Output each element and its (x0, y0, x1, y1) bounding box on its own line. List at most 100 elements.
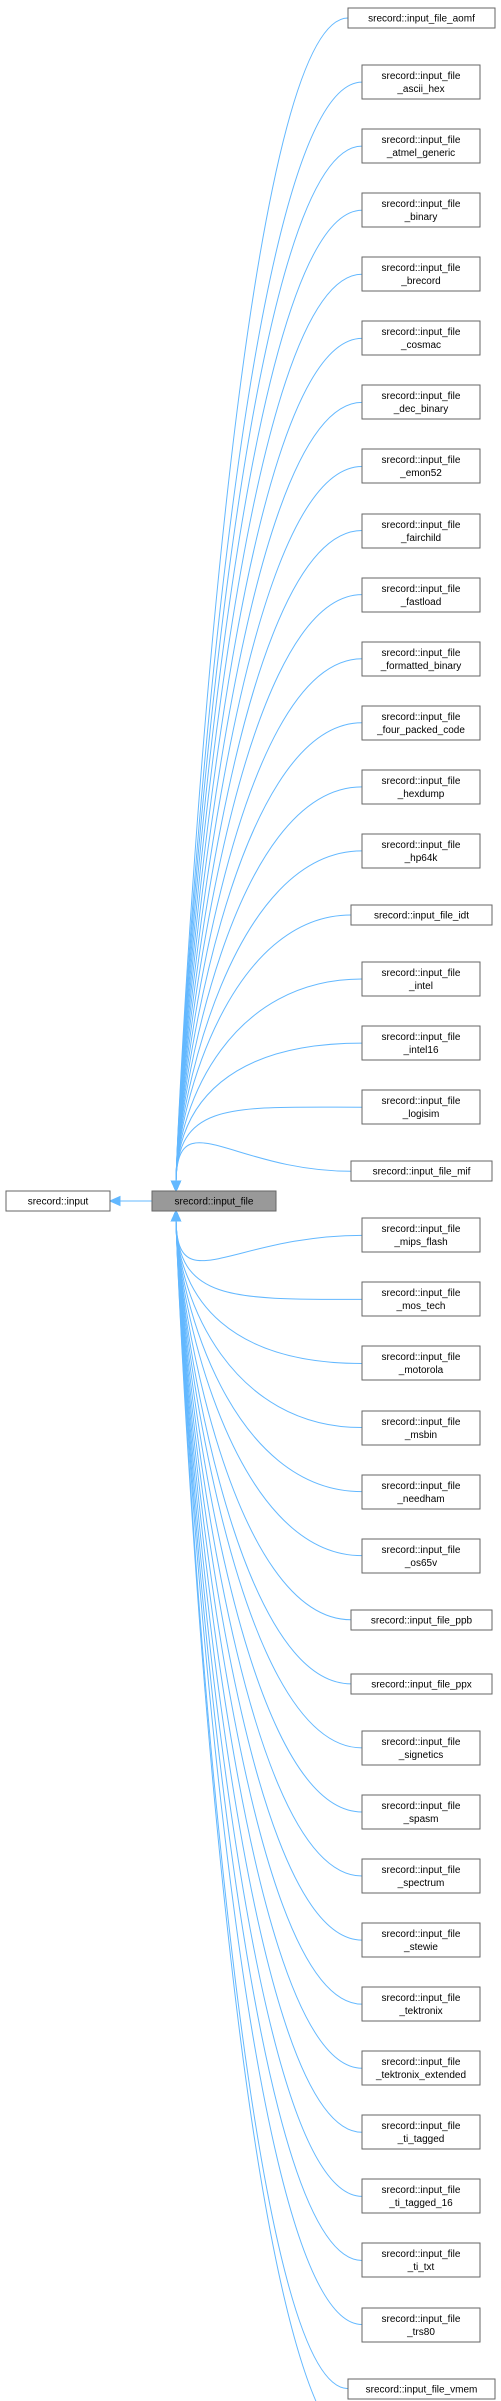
node-srecord-input-file-dec-binary-label-line1: srecord::input_file (382, 391, 461, 402)
node-srecord-input-file-intel[interactable]: srecord::input_file_intel (361, 961, 481, 997)
node-srecord-input-file-hp64k[interactable]: srecord::input_file_hp64k (361, 833, 481, 869)
node-srecord-input-file-signetics-label-line1: srecord::input_file (382, 1737, 461, 1748)
node-srecord-input-file-ppb[interactable]: srecord::input_file_ppb (350, 1609, 493, 1631)
node-srecord-input-file-mos-tech[interactable]: srecord::input_file_mos_tech (361, 1281, 481, 1317)
node-srecord-input-file-spasm[interactable]: srecord::input_file_spasm (361, 1794, 481, 1830)
node-srecord-input-file-brecord-box (361, 256, 481, 292)
node-srecord-input-file-ti-txt-box (361, 2242, 481, 2278)
node-srecord-input-file-ascii-hex-label-line1: srecord::input_file (382, 71, 461, 82)
node-srecord-input-file-vmem[interactable]: srecord::input_file_vmem (347, 2378, 496, 2400)
node-srecord-input-file-emon52[interactable]: srecord::input_file_emon52 (361, 448, 481, 484)
node-srecord-input-file-label: srecord::input_file (175, 1197, 254, 1208)
node-srecord-input-file-motorola-label-line1: srecord::input_file (382, 1352, 461, 1363)
node-srecord-input-file-ti-txt-label-line1: srecord::input_file (382, 2249, 461, 2260)
node-srecord-input-file-atmel-generic-label-line2: _atmel_generic (386, 148, 455, 159)
node-srecord-input-file-cosmac-label-line1: srecord::input_file (382, 327, 461, 338)
node-srecord-input-file-msbin-label-line2: _msbin (404, 1430, 437, 1441)
node-srecord-input-file-tektronix[interactable]: srecord::input_file_tektronix (361, 1986, 481, 2022)
node-srecord-input-file-binary[interactable]: srecord::input_file_binary (361, 192, 481, 228)
node-srecord-input-file-brecord-label-line1: srecord::input_file (382, 263, 461, 274)
node-srecord-input-file-os65v[interactable]: srecord::input_file_os65v (361, 1538, 481, 1574)
node-srecord-input-file-needham[interactable]: srecord::input_file_needham (361, 1474, 481, 1510)
node-srecord-input-file-ppx[interactable]: srecord::input_file_ppx (350, 1673, 493, 1695)
node-srecord-input-file-atmel-generic[interactable]: srecord::input_file_atmel_generic (361, 128, 481, 164)
node-srecord-input-file-signetics[interactable]: srecord::input_file_signetics (361, 1730, 481, 1766)
node-srecord-input-file-four-packed-code-box (361, 705, 481, 741)
node-srecord-input-file-ascii-hex-box (361, 64, 481, 100)
node-srecord-input-file-hexdump-label-line1: srecord::input_file (382, 776, 461, 787)
node-srecord-input-file-logisim[interactable]: srecord::input_file_logisim (361, 1089, 481, 1125)
node-srecord-input-file-binary-label-line1: srecord::input_file (382, 199, 461, 210)
node-srecord-input-file-atmel-generic-box (361, 128, 481, 164)
node-srecord-input-file-mos-tech-label-line2: _mos_tech (396, 1301, 446, 1312)
node-srecord-input-label: srecord::input (28, 1197, 89, 1208)
node-srecord-input-file-msbin-label-line1: srecord::input_file (382, 1417, 461, 1428)
node-srecord-input-file-mips-flash[interactable]: srecord::input_file_mips_flash (361, 1217, 481, 1253)
node-srecord-input-file-msbin[interactable]: srecord::input_file_msbin (361, 1410, 481, 1446)
node-srecord-input-file-ascii-hex[interactable]: srecord::input_file_ascii_hex (361, 64, 481, 100)
node-srecord-input-file-motorola[interactable]: srecord::input_file_motorola (361, 1345, 481, 1381)
edge-srecord-input-file-ppb (175, 1220, 352, 1621)
node-srecord-input-file-fairchild-box (361, 513, 481, 549)
node-srecord-input-file-formatted-binary[interactable]: srecord::input_file_formatted_binary (361, 641, 481, 677)
edge-srecord-input-file-msbin (175, 1220, 363, 1429)
node-srecord-input-file[interactable]: srecord::input_file (151, 1190, 277, 1212)
edge-srecord-input-file-intel (175, 978, 363, 1182)
node-srecord-input-file-atmel-generic-label-line1: srecord::input_file (382, 135, 461, 146)
node-srecord-input-file-hexdump-box (361, 769, 481, 805)
node-srecord-input-file-hexdump[interactable]: srecord::input_file_hexdump (361, 769, 481, 805)
node-srecord-input-file-ppb-box (350, 1609, 493, 1631)
edge-srecord-input-file-hexdump (175, 786, 363, 1182)
edge-srecord-input-file-stewie (175, 1220, 363, 1941)
node-srecord-input-file-mif[interactable]: srecord::input_file_mif (350, 1160, 493, 1182)
node-srecord-input-file-msbin-box (361, 1410, 481, 1446)
node-srecord-input-file-brecord-label-line2: _brecord (400, 276, 440, 287)
node-srecord-input-file-signetics-box (361, 1730, 481, 1766)
node-srecord-input-file-spasm-label-line2: _spasm (402, 1814, 438, 1825)
edge-srecord-input-file-mif (175, 1142, 352, 1182)
node-srecord-input-file-cosmac[interactable]: srecord::input_file_cosmac (361, 320, 481, 356)
node-srecord-input-file-logisim-label-line2: _logisim (402, 1109, 440, 1120)
node-srecord-input-file-stewie[interactable]: srecord::input_file_stewie (361, 1922, 481, 1958)
node-srecord-input-file-cosmac-box (361, 320, 481, 356)
node-srecord-input-file-ti-tagged-16[interactable]: srecord::input_file_ti_tagged_16 (361, 2178, 481, 2214)
node-srecord-input-file-intel16[interactable]: srecord::input_file_intel16 (361, 1025, 481, 1061)
node-srecord-input-file-tektronix-extended[interactable]: srecord::input_file_tektronix_extended (361, 2050, 481, 2086)
node-srecord-input-file-ppb-label: srecord::input_file_ppb (371, 1616, 473, 1627)
node-srecord-input-file-spectrum-box (361, 1858, 481, 1894)
node-srecord-input-file-os65v-box (361, 1538, 481, 1574)
node-srecord-input-file-dec-binary[interactable]: srecord::input_file_dec_binary (361, 384, 481, 420)
node-srecord-input-file-motorola-label-line2: _motorola (398, 1365, 444, 1376)
node-srecord-input-file-intel-box (361, 961, 481, 997)
node-srecord-input-file-spectrum[interactable]: srecord::input_file_spectrum (361, 1858, 481, 1894)
node-srecord-input-file-idt[interactable]: srecord::input_file_idt (350, 904, 493, 926)
node-srecord-input-file-intel16-box (361, 1025, 481, 1061)
node-srecord-input-file-fastload[interactable]: srecord::input_file_fastload (361, 577, 481, 613)
node-srecord-input-file-four-packed-code[interactable]: srecord::input_file_four_packed_code (361, 705, 481, 741)
node-srecord-input-file-trs80[interactable]: srecord::input_file_trs80 (361, 2307, 481, 2343)
node-srecord-input-file-fairchild[interactable]: srecord::input_file_fairchild (361, 513, 481, 549)
node-srecord-input-file-motorola-box (361, 1345, 481, 1381)
node-srecord-input-file-fastload-label-line2: _fastload (400, 597, 442, 608)
edge-srecord-input-file-mips-flash (175, 1220, 363, 1262)
node-srecord-input-file-logisim-box (361, 1089, 481, 1125)
edge-srecord-input-file-trs80 (175, 1220, 363, 2326)
node-srecord-input-file-brecord[interactable]: srecord::input_file_brecord (361, 256, 481, 292)
node-srecord-input-file-hexdump-label-line2: _hexdump (397, 789, 445, 800)
node-srecord-input-file-cosmac-label-line2: _cosmac (400, 340, 441, 351)
arrowhead-srecord-input-file-mif (170, 1180, 182, 1193)
node-srecord-input-file-trs80-label-line1: srecord::input_file (382, 2314, 461, 2325)
node-srecord-input-file-os65v-label-line1: srecord::input_file (382, 1545, 461, 1556)
node-srecord-input-file-four-packed-code-label-line1: srecord::input_file (382, 712, 461, 723)
node-srecord-input-file-ti-tagged-label-line1: srecord::input_file (382, 2121, 461, 2132)
node-srecord-input-file-os65v-label-line2: _os65v (404, 1558, 437, 1569)
node-srecord-input-file-aomf[interactable]: srecord::input_file_aomf (347, 7, 496, 29)
edge-srecord-input-file-emon52 (175, 465, 363, 1182)
node-srecord-input[interactable]: srecord::input (5, 1190, 111, 1212)
node-srecord-input-file-ti-txt[interactable]: srecord::input_file_ti_txt (361, 2242, 481, 2278)
node-srecord-input-file-tektronix-box (361, 1986, 481, 2022)
node-srecord-input-file-vmem-box (347, 2378, 496, 2400)
node-srecord-input-file-ti-tagged[interactable]: srecord::input_file_ti_tagged (361, 2114, 481, 2150)
node-srecord-input-box (5, 1190, 111, 1212)
